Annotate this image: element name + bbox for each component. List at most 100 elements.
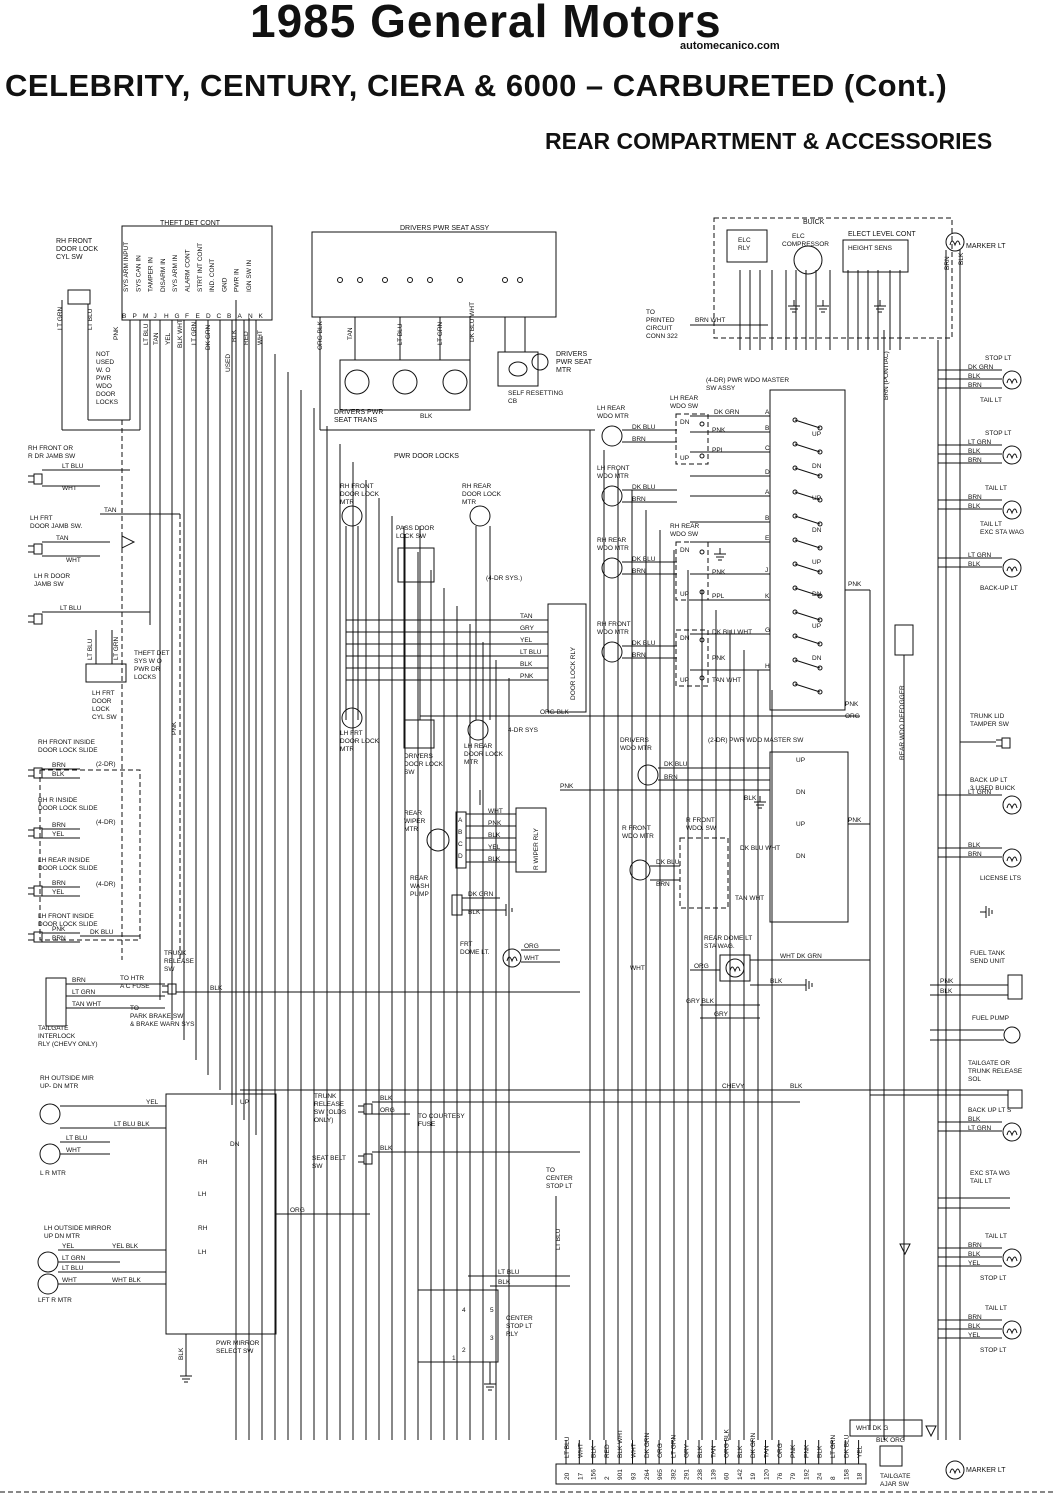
theft-pin-label: GND [221,277,228,292]
fuel-tank-send-unit-label: FUEL TANK [970,950,1006,957]
wire-color-label: BLK [968,842,981,849]
lh-frt-cyl-sw-label: DOOR [92,698,112,705]
wire-color-label: BLK [968,1116,981,1123]
connector-pin-number: 19 [750,1472,757,1480]
switch-contact [794,515,821,525]
wire-color-label: DK GRN [468,891,494,898]
lamp-label: TAIL LT [980,397,1002,404]
drivers-pwr-seat-mtr-label: DRIVERS [556,351,587,358]
wire-color-label: DK BLU [90,929,114,936]
wire-color-label: LT GRN [968,1125,992,1132]
wire-color-label: PNK [712,427,726,434]
trunk-release-sw-label: TRUNK [164,950,187,957]
drivers-door-lock-sw-label: DRIVERS [404,753,434,760]
not-used-label: NOT [96,351,110,358]
theft-pin-letter: J [154,313,157,320]
wire-color-label: BRN [968,1242,982,1249]
theft-pin-letter: G [175,313,180,320]
component-symbols [28,232,1022,1480]
switch-terminal [792,513,798,519]
rh-rear-wdo-sw-label: WDO SW [670,531,699,538]
r-front-wdo-sw-box [679,837,729,909]
lh-rear-inside-slide-label: DOOR LOCK SLIDE [38,865,98,872]
connector-wire-color: WHT [631,1443,638,1458]
wire-color-label: TAN [153,332,160,345]
rh-front-door-lock-cyl-sw-label: DOOR LOCK [56,246,98,253]
wire-color-label: LT GRN [113,636,120,660]
wire-color-label: TAN [56,535,69,542]
connector-wire-color: RED [604,1444,611,1458]
switch-terminal [817,641,823,647]
pin-letter: C [765,445,770,452]
switch-contact [794,683,821,693]
connector-pin-number: 156 [591,1469,598,1480]
drivers-wdo-mtr-label: DRIVERS [620,737,650,744]
lh-frt-door-lock-mtr-label: LH FRT [340,730,363,737]
pin-letter: E [765,535,770,542]
wire-color-label: ORG BLK [317,320,324,350]
rear-dome-lt-box [719,954,751,982]
switch-contact [794,419,821,429]
connector-pin-number: 60 [724,1472,731,1480]
pwr-wdo-master-2dr-box [769,751,849,923]
pin-number: 3 [490,1335,494,1342]
wire-color-label: ORG [290,1207,305,1214]
pin-letter: K [765,593,770,600]
lh-rear-wdo-sw-label: WDO SW [670,403,699,410]
lh-rear-wdo-mtr-label: LH REAR [597,405,625,412]
switch-terminal [817,545,823,551]
wire-color-label: BLK [968,1323,981,1330]
wire-color-label: PNK [113,326,120,340]
rh-rear-wdo-mtr-label: WDO MTR [597,545,629,552]
connector-wire-color: DK GRN [644,1432,651,1458]
door-lock-motor-icon [341,707,363,729]
pass-door-lock-sw-box [397,547,435,583]
switch-terminal [817,497,823,503]
connector-pin-number: 17 [577,1472,584,1480]
dome-lamp-icon [729,966,741,973]
wire-color-label: GRY [520,625,535,632]
switch-terminal [699,549,705,555]
wire-color-label: BRN [968,494,982,501]
rh-front-door-lock-mtr-label: RH FRONT [340,483,374,490]
switch-terminal [817,473,823,479]
center-stop-lt-rly-label: CENTER [506,1315,533,1322]
connector-pin-number: 238 [697,1469,704,1480]
jamb-switch-icon [33,473,43,485]
wire-color-label: YEL [165,332,172,345]
tailgate-ajar-wiring-box [849,1419,923,1437]
pass-door-lock-sw-label: PASS DOOR [396,525,434,532]
connector-wire-color: PNK [803,1444,810,1458]
connector-wire-color: WHT [577,1443,584,1458]
theft-pin-label: TAMPER IN [148,257,155,292]
wire-color-label: GRY [714,1011,729,1018]
connector-pin-number: 139 [710,1469,717,1480]
tail-stop-lamp-icon [1006,1256,1018,1263]
rh-front-inside-slide-label: DOOR LOCK SLIDE [38,747,98,754]
r-front-wdo-mtr-label: R FRONT [622,825,651,832]
marker-lamp-icon [949,240,961,247]
theft-pin-label: SYS ARM IN [172,254,179,292]
switch-terminal [427,277,433,283]
tailgate-interlock-rly-label: TAILGATE [38,1025,69,1032]
connector-wire-color: ORG BLK [724,1428,731,1458]
tail-lt-exc-sta-wag-label: EXC STA WAG [980,529,1024,536]
tailgate-sol-label: TRUNK RELEASE [968,1068,1023,1075]
tail-stop-lamp-icon [1002,1248,1022,1268]
rh-front-door-lock-cyl-sw-label: RH FRONT [56,238,93,245]
wire-color-label: ORG [845,713,860,720]
tailgate-interlock-rly-box [45,977,67,1027]
tail-stop-lamp-icon [1002,445,1022,465]
not-used-label: PWR [96,375,111,382]
rh-front-door-lock-cyl-sw-label: CYL SW [56,254,83,261]
circuit-breaker-icon [508,361,528,377]
connector-pin-number: 392 [670,1469,677,1480]
wire-color-label: BRN [632,496,646,503]
elc-compressor-icon [793,245,823,275]
back-up-lt-3-label: BACK UP LT [970,777,1007,784]
rear-wiper-mtr-label: MTR [404,826,418,833]
tail-stop-lamp-icon [1002,500,1022,520]
tail-stop-lamp-icon [1006,1130,1018,1137]
window-motor-icon [601,557,623,579]
wire-color-label: BLK [520,661,533,668]
